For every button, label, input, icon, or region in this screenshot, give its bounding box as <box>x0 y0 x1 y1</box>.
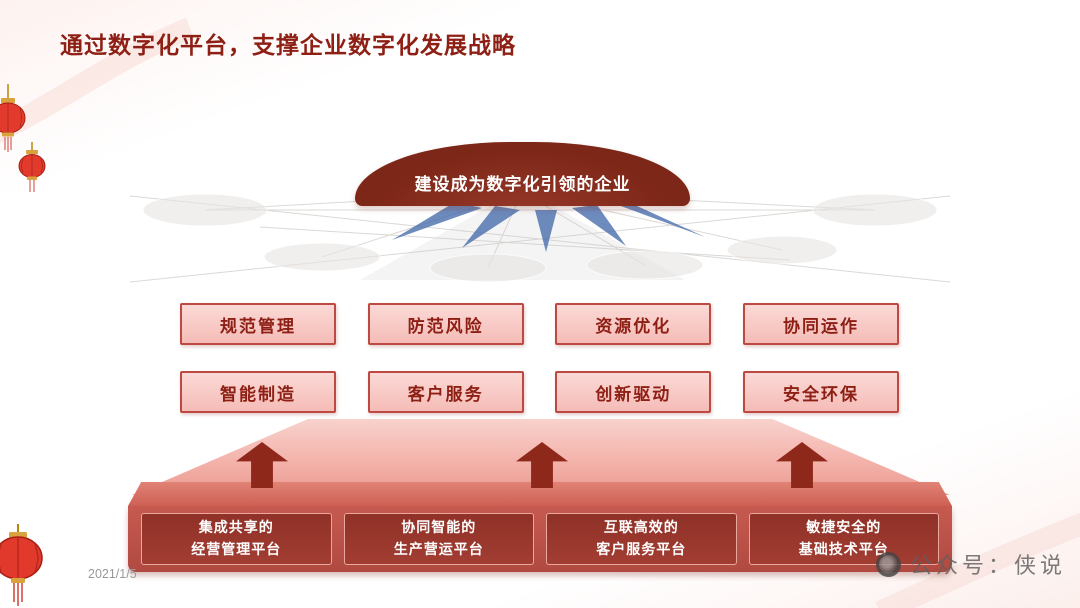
platform-box-line1: 集成共享的 <box>198 519 274 536</box>
slide-date: 2021/1/5 <box>88 567 137 581</box>
capability-box: 智能制造 <box>180 371 336 413</box>
platform-box: 集成共享的 经营管理平台 <box>141 513 332 565</box>
platform-base: 集成共享的 经营管理平台 协同智能的 生产营运平台 互联高效的 客户服务平台 敏… <box>128 506 952 572</box>
slide-title: 通过数字化平台，支撑企业数字化发展战略 <box>60 32 516 58</box>
platform-box-line2: 基础技术平台 <box>798 541 889 557</box>
aperture-logo-icon <box>875 551 901 577</box>
capability-box: 规范管理 <box>180 303 336 345</box>
capability-row-1: 规范管理 防范风险 资源优化 协同运作 <box>180 303 899 345</box>
lantern-icon <box>0 524 43 606</box>
platform-box-line1: 协同智能的 <box>401 519 477 536</box>
platform-box: 敏捷安全的 基础技术平台 <box>748 513 939 565</box>
platform-box: 协同智能的 生产营运平台 <box>343 513 534 565</box>
capability-box: 资源优化 <box>555 303 712 345</box>
platform-box-line1: 敏捷安全的 <box>806 519 882 536</box>
capability-box: 协同运作 <box>742 303 899 345</box>
capability-box: 客户服务 <box>367 371 524 413</box>
platform-box: 互联高效的 客户服务平台 <box>546 513 737 565</box>
platform-box-line2: 客户服务平台 <box>596 541 687 557</box>
capability-box: 创新驱动 <box>555 371 712 413</box>
capability-row-2: 智能制造 客户服务 创新驱动 安全环保 <box>180 371 899 413</box>
platform-box-line2: 经营管理平台 <box>191 541 282 557</box>
platform-box-line2: 生产营运平台 <box>393 541 484 557</box>
blue-beam-arrows <box>392 202 705 252</box>
watermark: 公众号：侠说 <box>875 548 1066 580</box>
capability-box: 防范风险 <box>367 303 524 345</box>
platform-box-line1: 互联高效的 <box>603 519 679 536</box>
capability-box: 安全环保 <box>742 371 899 413</box>
vision-dome: 建设成为数字化引领的企业 <box>355 142 690 206</box>
lantern-icon <box>0 84 46 192</box>
watermark-text: 公众号：侠说 <box>909 553 1066 578</box>
